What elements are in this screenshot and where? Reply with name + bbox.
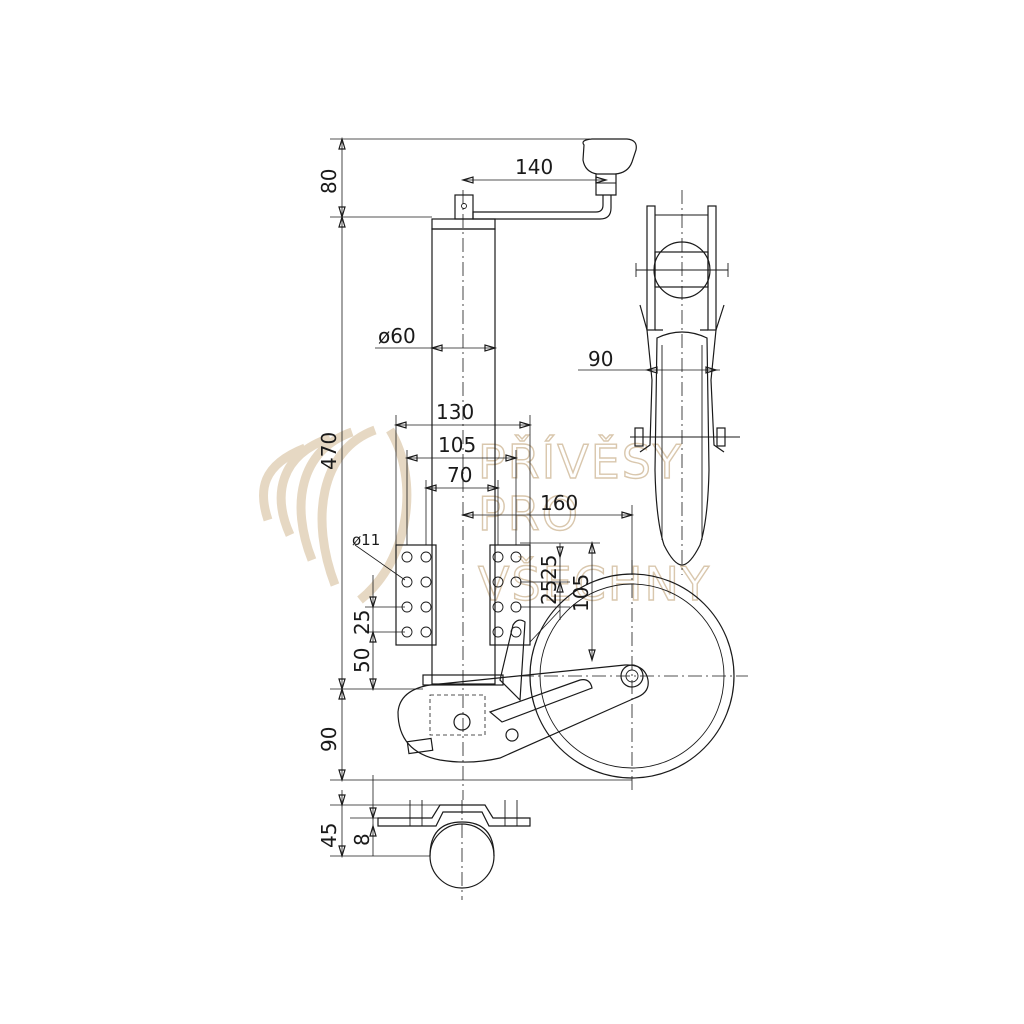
main-tube xyxy=(431,228,496,685)
right-bracket-plate xyxy=(489,544,531,646)
dimension-lines-top xyxy=(354,176,635,663)
dim-hole-diameter: ø11 xyxy=(352,531,380,549)
watermark-line-1: PŘÍVĚSY xyxy=(478,435,683,489)
side-view xyxy=(377,138,748,900)
watermark: PŘÍVĚSY PRO VŠECHNY xyxy=(258,425,710,612)
dim-tube-height: 470 xyxy=(317,432,341,470)
dim-handle-height: 80 xyxy=(317,169,341,194)
bracket-holes-left xyxy=(401,551,432,638)
dim-hole-bottom: 50 xyxy=(350,648,374,673)
dim-hole-pitch-left: 25 xyxy=(350,610,374,635)
dim-hole-pitch-total: 105 xyxy=(569,574,593,612)
dim-bracket-inner: 70 xyxy=(447,463,472,487)
dim-bracket-mid: 105 xyxy=(438,433,476,457)
watermark-line-2: PRO xyxy=(478,487,580,541)
swing-arm-plate xyxy=(397,664,649,763)
crank-knob xyxy=(582,138,637,175)
dim-bracket-outer: 130 xyxy=(436,400,474,424)
release-lever xyxy=(499,619,526,702)
clamp xyxy=(377,800,531,900)
dimension-texts: 80 140 ø60 470 130 105 70 160 ø11 25 25 … xyxy=(317,155,613,848)
dim-wheel-below: 90 xyxy=(317,727,341,752)
dimension-lines-left xyxy=(330,136,632,859)
dim-wheel-offset: 160 xyxy=(540,491,578,515)
dim-tube-diameter: ø60 xyxy=(378,324,416,348)
dim-clamp-plate: 8 xyxy=(350,833,374,846)
dim-wheel-width: 90 xyxy=(588,347,613,371)
dim-clamp-height: 45 xyxy=(317,823,341,848)
dim-hole-pitch-right-a: 25 xyxy=(537,555,561,580)
wheel-front xyxy=(654,331,710,566)
left-bracket-plate xyxy=(395,544,437,646)
front-view xyxy=(578,190,740,575)
crank-arm xyxy=(472,195,612,220)
dim-handle-reach: 140 xyxy=(515,155,553,179)
dim-hole-pitch-right-b: 25 xyxy=(537,580,561,605)
